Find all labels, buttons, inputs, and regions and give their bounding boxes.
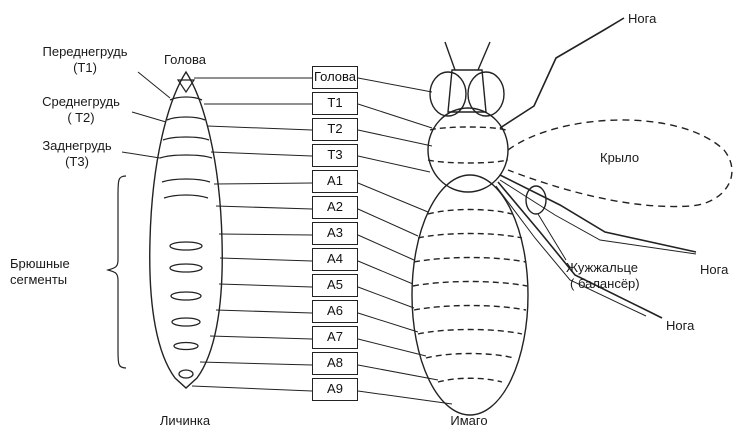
segment-cell: A5 — [312, 274, 358, 297]
label-leg-bottom: Нога — [666, 318, 694, 333]
label-t2-name: Среднегрудь — [26, 94, 136, 109]
segment-cell: A8 — [312, 352, 358, 375]
imago-leg-bottom — [498, 182, 662, 318]
label-leg-top: Нога — [628, 11, 656, 26]
segment-cell: T3 — [312, 144, 358, 167]
label-imago: Имаго — [424, 413, 514, 428]
label-abdominal-1: Брюшные — [10, 256, 70, 271]
label-t1-name: Переднегрудь — [30, 44, 140, 59]
imago-head — [448, 70, 486, 112]
label-t2-code: ( T2) — [26, 110, 136, 125]
label-haltere-2: ( балансёр) — [570, 276, 640, 291]
label-abdominal-2: сегменты — [10, 272, 67, 287]
larva-body-outline — [150, 72, 223, 388]
label-t3-code: (T3) — [22, 154, 132, 169]
segment-cell: A3 — [312, 222, 358, 245]
abdominal-brace — [108, 176, 126, 368]
label-t3-name: Заднегрудь — [22, 138, 132, 153]
segment-cell: A7 — [312, 326, 358, 349]
imago-abdomen-bands — [413, 210, 527, 383]
segment-cell: A1 — [312, 170, 358, 193]
larva-connector-lines — [192, 78, 312, 391]
segment-cell: T1 — [312, 92, 358, 115]
label-leg-mid: Нога — [700, 262, 728, 277]
label-wing: Крыло — [600, 150, 639, 165]
label-haltere-1: Жужжальце — [566, 260, 638, 275]
imago-antenna-right — [478, 42, 490, 70]
imago-leg-mid-2 — [500, 180, 696, 254]
segment-cell: A2 — [312, 196, 358, 219]
segment-cell: Голова — [312, 66, 358, 89]
label-t1-code: (T1) — [30, 60, 140, 75]
imago-thorax — [428, 108, 508, 192]
larva-segment-bands — [160, 97, 212, 378]
imago-leg-top — [500, 18, 624, 128]
label-larva: Личинка — [140, 413, 230, 428]
label-larva-head: Голова — [150, 52, 220, 67]
segment-cell: A6 — [312, 300, 358, 323]
imago-leg-mid — [500, 175, 696, 252]
segment-cell: A4 — [312, 248, 358, 271]
segment-cell: A9 — [312, 378, 358, 401]
imago-abdomen — [412, 175, 528, 415]
segment-cell: T2 — [312, 118, 358, 141]
imago-antenna-left — [445, 42, 455, 70]
